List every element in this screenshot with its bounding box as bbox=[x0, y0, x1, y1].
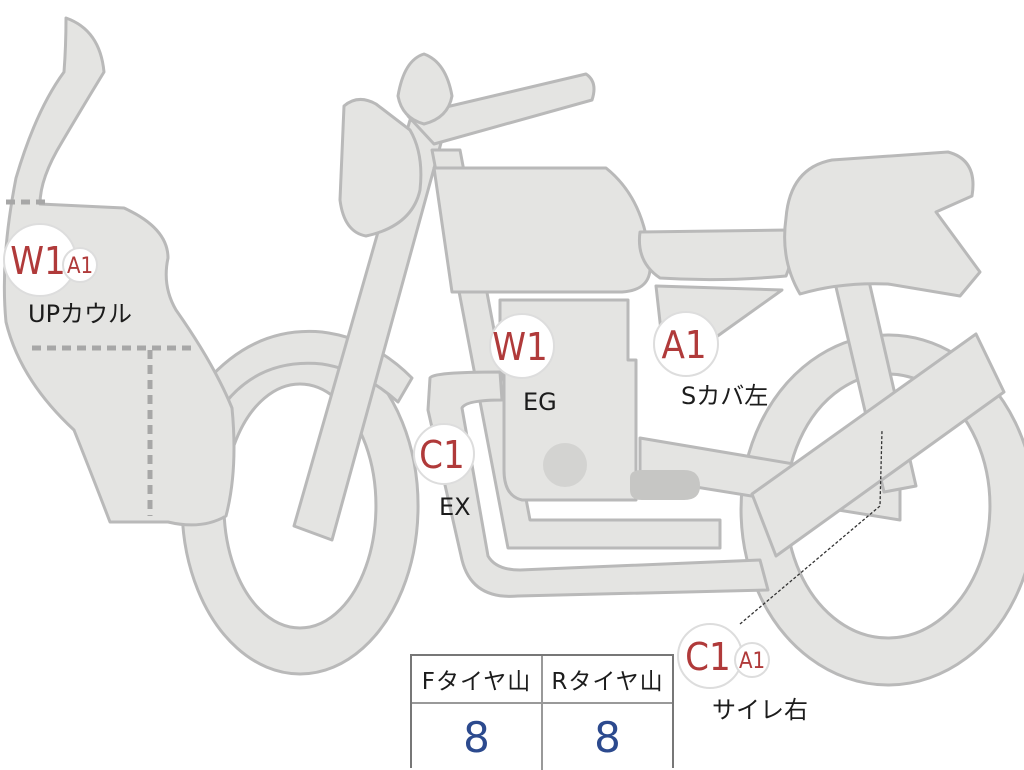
muffler bbox=[750, 332, 1006, 558]
marker-upcowl: W1 A1 UPカウル bbox=[3, 223, 132, 328]
marker-ex-grade: C1 bbox=[419, 433, 465, 477]
marker-muffler-label: サイレ右 bbox=[712, 696, 808, 724]
tire-table-value-row: 8 8 bbox=[412, 704, 672, 770]
upper-cowl bbox=[2, 16, 236, 527]
rear-wheel bbox=[739, 333, 1024, 687]
headlight bbox=[338, 98, 423, 238]
footpeg bbox=[630, 470, 700, 500]
marker-eg-label: EG bbox=[523, 388, 557, 416]
marker-ex: C1 EX bbox=[413, 423, 475, 521]
marker-scover-label: Sカバ左 bbox=[681, 382, 768, 410]
seat bbox=[637, 228, 793, 282]
marker-muffler: C1 A1 サイレ右 bbox=[677, 623, 808, 724]
engine-cover bbox=[543, 443, 587, 487]
muffler-leader-line bbox=[739, 429, 883, 625]
marker-eg: W1 EG bbox=[489, 313, 557, 416]
marker-ex-label: EX bbox=[439, 493, 471, 521]
rear-cowl bbox=[783, 150, 982, 298]
rear-tire-value: 8 bbox=[541, 704, 672, 770]
handlebar bbox=[406, 72, 596, 146]
marker-muffler-sub: A1 bbox=[739, 649, 765, 674]
front-tire-value: 8 bbox=[463, 712, 490, 762]
tire-tread-table: Fタイヤ山 Rタイヤ山 8 8 bbox=[410, 654, 674, 770]
exhaust-pipe bbox=[426, 370, 770, 598]
marker-scover-grade: A1 bbox=[661, 323, 706, 367]
marker-upcowl-grade: W1 bbox=[10, 239, 66, 283]
front-tire-header: Fタイヤ山 bbox=[421, 669, 532, 695]
fuel-tank bbox=[432, 166, 652, 294]
marker-scover: A1 Sカバ左 bbox=[653, 311, 768, 410]
marker-upcowl-label: UPカウル bbox=[28, 300, 132, 328]
tire-table-header-row: Fタイヤ山 Rタイヤ山 bbox=[412, 656, 672, 704]
marker-upcowl-sub: A1 bbox=[67, 254, 93, 279]
marker-muffler-grade: C1 bbox=[685, 635, 731, 679]
rear-tire-header: Rタイヤ山 bbox=[541, 656, 672, 702]
marker-eg-grade: W1 bbox=[492, 325, 548, 369]
fork-cap bbox=[396, 52, 454, 126]
